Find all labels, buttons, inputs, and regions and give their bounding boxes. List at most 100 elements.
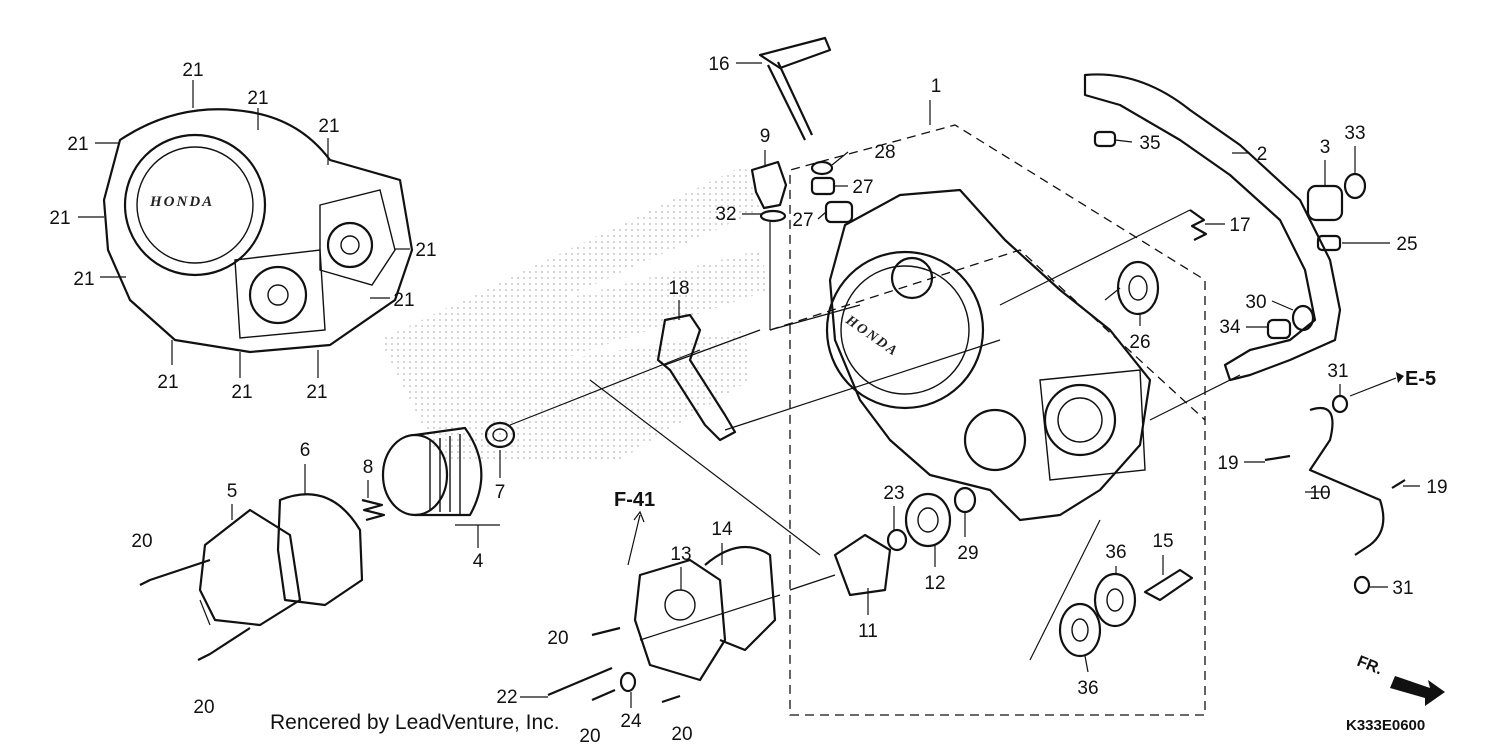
- svg-text:20: 20: [579, 726, 600, 747]
- svg-text:20: 20: [671, 724, 692, 745]
- right-cover-gasket: [1083, 73, 1342, 382]
- svg-text:23: 23: [883, 483, 904, 504]
- filter-cover-5: [198, 508, 302, 627]
- bolt-20-pump-c: [661, 694, 681, 704]
- o-ring-31-bottom: [1353, 575, 1371, 595]
- svg-text:34: 34: [1219, 317, 1241, 338]
- left-clutch-cover: [102, 108, 414, 354]
- bolt-19-a: [1264, 454, 1291, 462]
- svg-text:2: 2: [1257, 144, 1268, 165]
- guide-plate-18: [656, 313, 737, 442]
- svg-text:31: 31: [1392, 578, 1413, 599]
- collar-3: [1306, 184, 1344, 222]
- svg-text:36: 36: [1105, 542, 1126, 563]
- oil-filler-cap-9: [750, 160, 788, 210]
- water-pump-cover-13: [633, 558, 727, 682]
- svg-text:20: 20: [131, 531, 152, 552]
- label-leaders: [231, 62, 1420, 708]
- rendered-by-credit: Rencered by LeadVenture, Inc.: [270, 711, 560, 734]
- front-direction-arrow: FR.: [1355, 653, 1445, 706]
- svg-text:4: 4: [473, 551, 484, 572]
- o-ring-32: [759, 209, 787, 223]
- svg-text:13: 13: [670, 544, 691, 565]
- water-pump-shaft-15: [1143, 568, 1194, 602]
- svg-text:3: 3: [1320, 137, 1331, 158]
- washer-24: [619, 671, 637, 693]
- spring-17: [1189, 209, 1208, 241]
- svg-text:20: 20: [547, 628, 568, 649]
- oil-filter-4: [381, 426, 483, 517]
- group-boundary-main: [789, 124, 1206, 716]
- bearing-36b: [1058, 602, 1102, 658]
- svg-text:16: 16: [708, 54, 729, 75]
- svg-text:26: 26: [1129, 332, 1150, 353]
- impeller-11: [789, 533, 892, 597]
- svg-text:20: 20: [193, 697, 214, 718]
- svg-text:36: 36: [1077, 678, 1098, 699]
- oil-gauge-16: [758, 36, 832, 141]
- seal-29: [953, 486, 977, 514]
- bearing-26: [1116, 260, 1160, 316]
- svg-text:27: 27: [792, 210, 813, 231]
- svg-text:33: 33: [1344, 123, 1365, 144]
- svg-text:11: 11: [858, 621, 878, 642]
- svg-text:18: 18: [668, 278, 689, 299]
- svg-text:14: 14: [711, 519, 733, 540]
- svg-text:22: 22: [496, 687, 517, 708]
- washer-23: [886, 528, 908, 552]
- bolt-20-left-b: [197, 627, 251, 661]
- bushing-27b: [824, 200, 854, 224]
- svg-text:25: 25: [1396, 234, 1417, 255]
- svg-text:21: 21: [49, 208, 70, 229]
- svg-text:30: 30: [1245, 292, 1266, 313]
- svg-text:19: 19: [1217, 453, 1238, 474]
- callout-labels: 1 2 3 4 5 6 7 8 9 10 11 12 13 14 15 16 1…: [49, 54, 1447, 747]
- svg-text:1: 1: [931, 76, 942, 97]
- dowel-25: [1316, 234, 1342, 252]
- svg-text:6: 6: [300, 440, 311, 461]
- svg-text:21: 21: [231, 382, 252, 403]
- watermark-wing: [380, 165, 770, 460]
- o-ring-14: [704, 545, 777, 652]
- right-crankcase-cover: [825, 188, 1152, 522]
- oil-seal-28: [810, 160, 834, 176]
- washer-30: [1291, 304, 1315, 332]
- diagram-code: K333E0600: [1346, 717, 1426, 734]
- svg-text:29: 29: [957, 543, 978, 564]
- bolt-20-left-a: [139, 558, 211, 586]
- svg-text:35: 35: [1139, 133, 1160, 154]
- svg-text:21: 21: [318, 116, 339, 137]
- svg-text:21: 21: [393, 290, 414, 311]
- svg-text:21: 21: [247, 88, 268, 109]
- svg-text:31: 31: [1327, 361, 1348, 382]
- svg-text:27: 27: [852, 177, 873, 198]
- svg-text:5: 5: [227, 481, 238, 502]
- svg-text:7: 7: [495, 482, 506, 503]
- svg-text:21: 21: [73, 269, 94, 290]
- logo-text-right-cover: HONDA: [842, 312, 901, 360]
- group-boundary-inner: [769, 249, 1206, 421]
- bolt-19-b: [1391, 479, 1406, 489]
- spring-8: [361, 498, 386, 522]
- bolt-20-pump-b: [591, 688, 616, 702]
- reference-e5: E-5: [1405, 368, 1436, 390]
- bushing-27a: [810, 176, 836, 196]
- svg-text:32: 32: [715, 204, 736, 225]
- svg-text:21: 21: [182, 60, 203, 81]
- o-ring-31-top: [1331, 394, 1349, 414]
- logo-text-left-cover: HONDA: [149, 194, 214, 210]
- svg-text:17: 17: [1229, 215, 1250, 236]
- callouts-21: [78, 80, 410, 378]
- svg-text:19: 19: [1426, 477, 1447, 498]
- svg-text:21: 21: [306, 382, 327, 403]
- filter-gasket-6: [276, 493, 364, 607]
- bolt-22: [547, 666, 613, 697]
- bolt-20-pump-a: [591, 626, 621, 637]
- washer-33: [1343, 172, 1367, 200]
- svg-text:21: 21: [157, 372, 178, 393]
- svg-text:21: 21: [415, 240, 436, 261]
- collar-34: [1266, 318, 1292, 340]
- svg-text:21: 21: [67, 134, 88, 155]
- svg-text:24: 24: [620, 711, 642, 732]
